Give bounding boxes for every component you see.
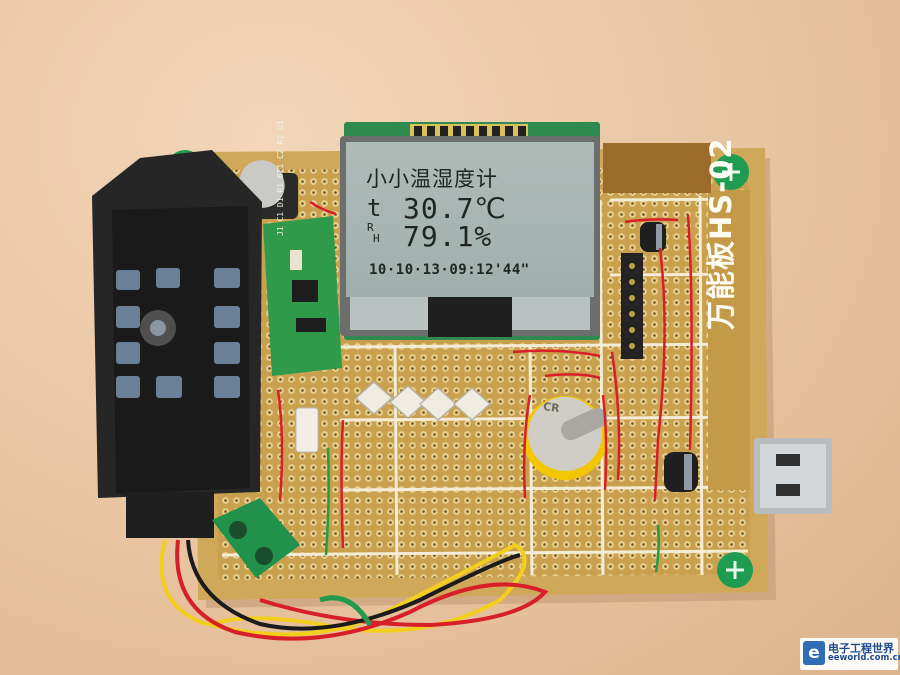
lcd-title-text: 小小温湿度计: [366, 167, 498, 191]
lcd-humidity-label-r: R: [367, 221, 374, 234]
battery-label: CR: [542, 399, 561, 416]
screw-terminal-block: [212, 498, 300, 578]
capacitor-top: [640, 222, 666, 252]
board-label-strip: [708, 190, 750, 490]
capacitor-bottom: [664, 452, 698, 492]
lcd-temperature-value: 30.7℃: [403, 192, 507, 225]
pin-header-holes: [629, 263, 635, 349]
power-switch: [295, 407, 319, 453]
jumper-wires: [276, 200, 693, 549]
board-model-label: 万能板HS-02: [704, 137, 738, 330]
pin-header-socket: [621, 253, 643, 359]
eeworld-watermark: e 电子工程世界 eeworld.com.cn: [800, 638, 900, 670]
coin-cell-battery: [523, 396, 608, 480]
lcd-humidity-value: 79.1%: [403, 220, 493, 253]
rtc-component: [296, 318, 326, 332]
lcd-ribbon-connector: [428, 297, 512, 337]
copper-strip: [603, 143, 711, 193]
module-silkscreen-text: J1 C1 D1 R1 BT1 C2 R2 U1: [276, 120, 285, 236]
tact-switches: [354, 380, 492, 422]
watermark-name: 电子工程世界: [828, 642, 894, 655]
lcd-header-pin-row: [414, 126, 526, 136]
lcd-screen: [346, 142, 594, 297]
rtc-smd-part: [290, 250, 302, 270]
mounting-screw-bottom-right: [717, 552, 753, 588]
lcd-humidity-label-h: H: [373, 232, 380, 245]
humidity-sensor-housing: [92, 150, 262, 538]
usb-plug: [754, 438, 832, 514]
watermark-site: eeworld.com.cn: [828, 653, 900, 663]
mounting-screw-top-right: [713, 154, 749, 190]
sensor-cable-bundle: [159, 539, 549, 641]
lcd-datetime: 10·10·13·09:12'44": [369, 262, 530, 278]
lcd-temperature-label: t: [367, 194, 382, 222]
eeworld-logo-icon: e: [803, 641, 825, 665]
rtc-chip: [292, 280, 318, 302]
green-jumper-wires: [324, 447, 660, 573]
